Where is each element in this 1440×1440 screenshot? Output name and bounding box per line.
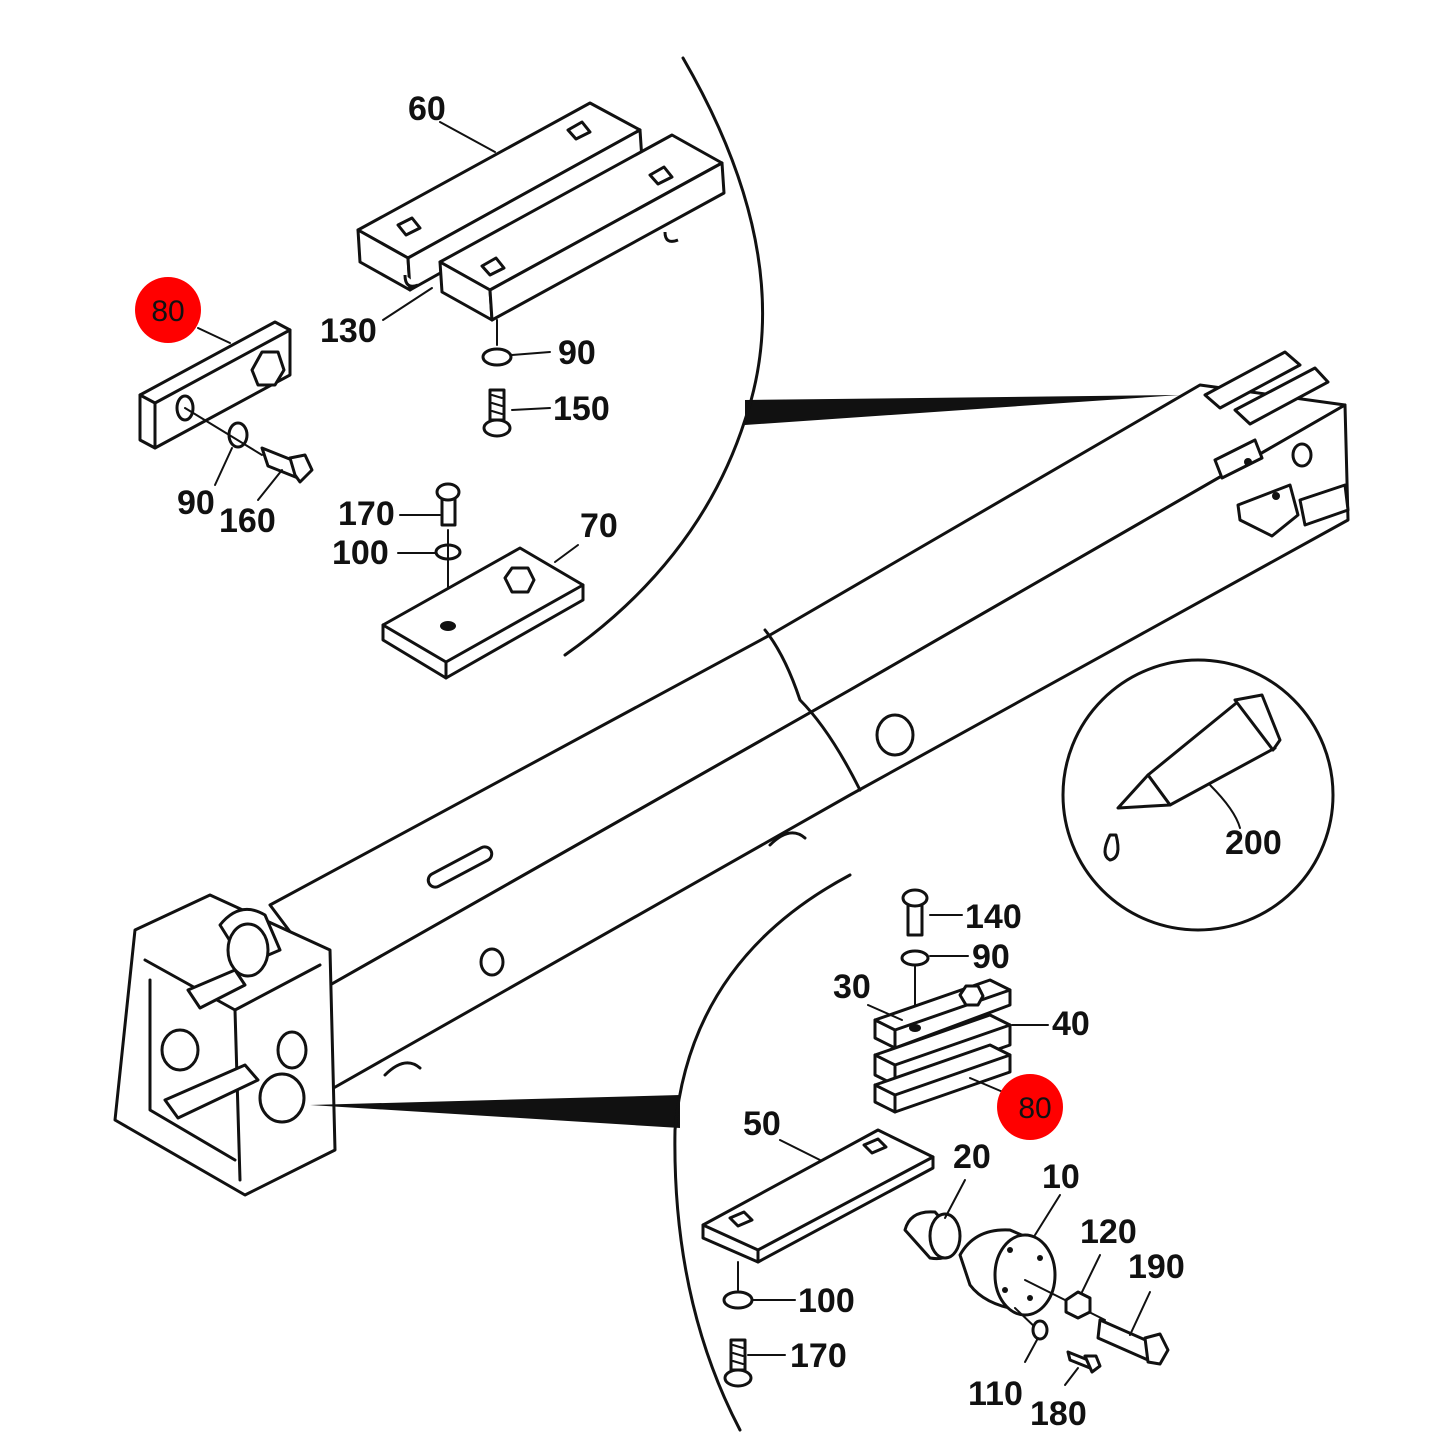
callout-80-bottom: 80: [997, 1074, 1063, 1140]
pad-70-nut: [503, 566, 536, 594]
label-110: 110: [968, 1375, 1023, 1413]
label-130: 130: [320, 312, 377, 350]
boom-head-pads: [1203, 350, 1350, 538]
boom-slot: [426, 845, 494, 889]
label-70: 70: [580, 507, 618, 545]
boom-section-joint: [763, 628, 862, 792]
part-80-nut: [250, 350, 286, 387]
label-140: 140: [965, 898, 1022, 936]
roller-mark-1: [768, 831, 807, 847]
boom-assembly: [113, 350, 1350, 1197]
bolt-190-shank: [1096, 1318, 1152, 1362]
part-80-top-group: [138, 320, 314, 484]
grease-detail: [1061, 658, 1335, 932]
label-90-bottom: 90: [972, 938, 1010, 976]
label-30: 30: [833, 968, 871, 1006]
bolt-160-head: [288, 453, 314, 484]
pad-50: [701, 1128, 935, 1264]
foot-bushing: [160, 1028, 200, 1072]
label-170-bottom: 170: [790, 1337, 847, 1375]
boom-hole-right: [875, 713, 915, 757]
label-50: 50: [743, 1105, 781, 1143]
label-160: 160: [219, 502, 276, 540]
sheave-wheel: [226, 922, 270, 978]
label-40: 40: [1052, 1005, 1090, 1043]
callout-80-top-dot: [135, 277, 201, 343]
boom-hole-left: [479, 947, 505, 977]
detail-pointer-top: [745, 395, 1180, 425]
washer-90-bottom: [900, 949, 930, 967]
bottom-detail-parts: [701, 888, 1170, 1388]
grease-drop-icon: [1103, 833, 1120, 862]
label-180: 180: [1030, 1395, 1087, 1433]
foot-pad-lower: [163, 1063, 260, 1120]
label-60: 60: [408, 90, 446, 128]
pad-70: [381, 546, 585, 680]
label-20: 20: [953, 1138, 991, 1176]
part-80-plate: [138, 320, 292, 450]
top-detail-parts: [356, 101, 726, 680]
washer-110: [1031, 1319, 1049, 1341]
screw-150-head: [482, 418, 512, 438]
boom-foot-housing: [113, 893, 337, 1197]
callout-80-bottom-text: 80: [1018, 1092, 1051, 1125]
callout-80-bottom-dot: [997, 1074, 1063, 1140]
foot-bearing: [258, 1072, 306, 1124]
part-labels: 60 130 90 150 90 160 170 100 70 200 140 …: [177, 90, 1282, 1433]
bolt-190-head: [1143, 1332, 1170, 1366]
label-120: 120: [1080, 1213, 1137, 1251]
label-170-top: 170: [338, 495, 395, 533]
foot-hole: [276, 1030, 308, 1070]
pad-130-stud: [403, 274, 419, 288]
washer-100-bottom: [722, 1290, 754, 1310]
label-150: 150: [553, 390, 610, 428]
leader-lines: [197, 121, 1151, 1386]
foot-clamp: [186, 968, 247, 1010]
label-90-top: 90: [558, 334, 596, 372]
label-10: 10: [1042, 1158, 1080, 1196]
nut-120: [1064, 1290, 1092, 1320]
callout-80-top: 80: [135, 277, 201, 343]
grease-tube-nozzle: [1116, 773, 1172, 810]
label-190: 190: [1128, 1248, 1185, 1286]
bolt-140: [906, 903, 924, 937]
grease-tube-crimp: [1233, 693, 1282, 752]
roller-mark-2: [383, 1061, 422, 1077]
callout-80-top-text: 80: [151, 295, 184, 328]
label-100-bottom: 100: [798, 1282, 855, 1320]
detail-arc-top: [563, 56, 765, 657]
detail-arc-bottom: [673, 873, 852, 1432]
label-200: 200: [1225, 824, 1282, 862]
washer-90-top: [481, 347, 513, 367]
boom-hole-head: [1291, 442, 1313, 468]
label-90-left: 90: [177, 484, 215, 522]
grease-detail-circle: [1061, 658, 1335, 932]
detail-pointer-bottom: [310, 1095, 680, 1128]
label-100-top: 100: [332, 534, 389, 572]
screw-170-top: [440, 496, 457, 527]
